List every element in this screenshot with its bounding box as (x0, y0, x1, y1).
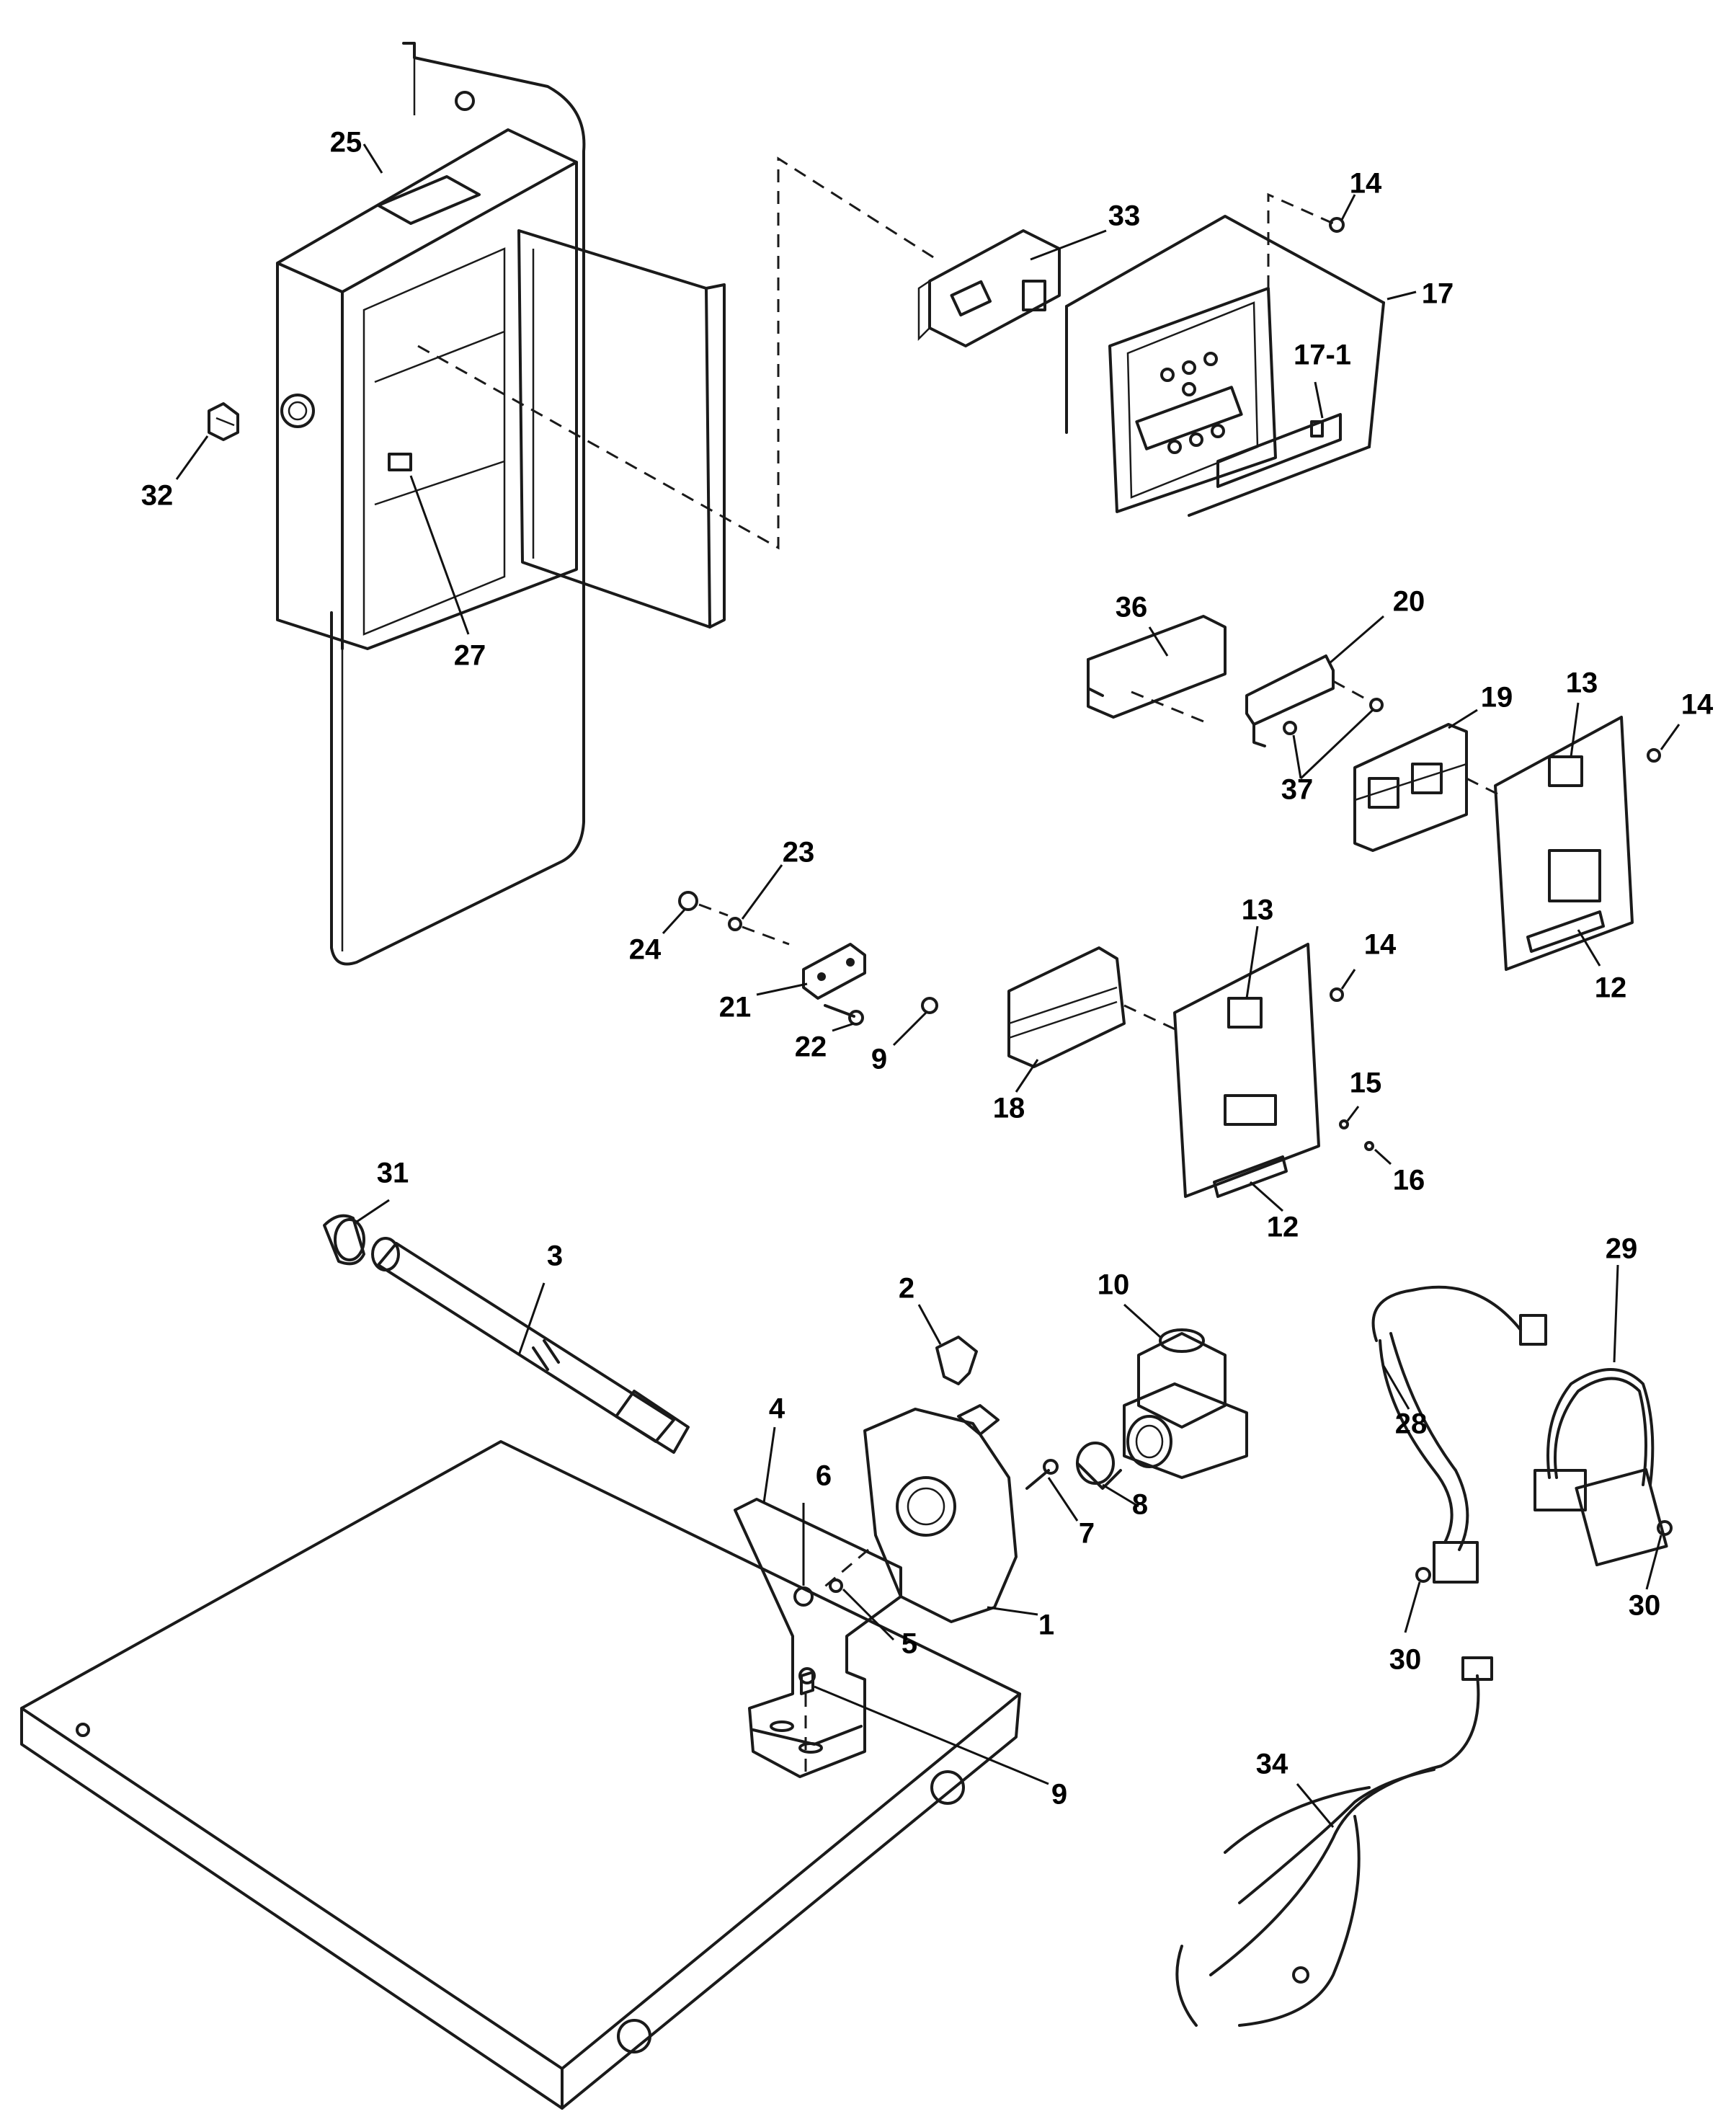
callout-36: 36 (1116, 592, 1148, 623)
leader-lines (175, 143, 1681, 1828)
mounting-line (1267, 192, 1334, 288)
part-30-screw-left (1415, 1567, 1431, 1583)
callout-29: 29 (1606, 1233, 1638, 1265)
mounting-line (1123, 1004, 1179, 1032)
part-18-breaker (1007, 946, 1126, 1068)
part-32-clip (208, 402, 239, 441)
control-cabinet (276, 42, 726, 966)
callout-25: 25 (330, 127, 362, 159)
callout-20: 20 (1393, 586, 1425, 618)
part-33-control-board (917, 229, 1061, 347)
part-29-wire-harness (1534, 1368, 1668, 1567)
callout-12-middle: 12 (1267, 1212, 1299, 1243)
callout-19: 19 (1481, 682, 1513, 714)
callout-17: 17 (1422, 278, 1454, 310)
callout-16-label: 16 (1393, 1165, 1425, 1196)
part-7-screw (1025, 1459, 1059, 1490)
part-13-plate-right (1494, 716, 1661, 971)
callout-2: 2 (899, 1273, 914, 1305)
part-13-plate-middle (1173, 943, 1374, 1198)
callout-12-right: 12 (1595, 972, 1627, 1004)
callout-10: 10 (1098, 1269, 1130, 1301)
callout-31: 31 (377, 1158, 409, 1189)
part-8-nipple (1076, 1442, 1122, 1490)
callout-28: 28 (1395, 1408, 1428, 1440)
part-36-bracket (1087, 615, 1227, 726)
part-21-bracket (802, 943, 866, 1000)
callout-15: 15 (1350, 1067, 1382, 1099)
callout-labels: 25 32 27 33 14 17 17-1 36 20 37 19 13 14… (141, 127, 1714, 1811)
callout-34: 34 (1256, 1749, 1288, 1780)
callout-5: 5 (902, 1628, 917, 1660)
part-2-elbow-fitting (935, 1336, 978, 1385)
part-20-bracket (1245, 654, 1374, 747)
callout-21-label: 21 (719, 992, 752, 1023)
callout-14-right: 14 (1681, 689, 1714, 721)
part-37-screw (1283, 698, 1384, 735)
mounting-line (417, 156, 938, 550)
base-pan (20, 1440, 1021, 2110)
callout-27: 27 (454, 640, 486, 672)
mounting-line (742, 925, 790, 946)
callout-3: 3 (547, 1240, 563, 1272)
callout-9-upper: 9 (871, 1044, 887, 1075)
callout-23: 23 (783, 837, 815, 869)
part-28-wire-harness (1371, 1285, 1547, 1584)
callout-17-1: 17-1 (1294, 339, 1351, 371)
part-34-wire-harness (1175, 1656, 1493, 2027)
callout-37: 37 (1281, 774, 1314, 806)
callout-33: 33 (1108, 200, 1141, 232)
mounting-line (698, 903, 729, 917)
callout-6: 6 (816, 1460, 832, 1492)
part-9-screw-upper (921, 997, 938, 1014)
callout-18: 18 (993, 1093, 1025, 1124)
callout-24: 24 (629, 934, 662, 966)
callout-22: 22 (795, 1031, 827, 1063)
part-9-screw-lower (798, 1667, 816, 1773)
part-4-bracket (734, 1498, 902, 1778)
callout-13-middle: 13 (1242, 894, 1274, 926)
part-1-blower (821, 1404, 1018, 1623)
callout-30-right: 30 (1629, 1590, 1661, 1622)
callout-13-right: 13 (1566, 667, 1598, 699)
callout-30-left: 30 (1389, 1644, 1422, 1676)
part-19-contactor (1353, 723, 1468, 852)
part-31-clip (323, 1214, 365, 1266)
callout-14-top: 14 (1350, 168, 1382, 200)
callout-14-middle: 14 (1364, 929, 1397, 961)
part-22-screw (824, 1004, 864, 1026)
callout-32: 32 (141, 480, 174, 512)
part-30-screw-right (1657, 1520, 1673, 1536)
part-14-screw (1329, 217, 1345, 233)
callout-7: 7 (1079, 1518, 1095, 1550)
part-23-washer (728, 917, 742, 931)
part-10-gas-valve (1123, 1328, 1248, 1479)
callout-4: 4 (769, 1393, 785, 1425)
part-24-nut (678, 891, 698, 911)
part-17-control-panel (1065, 215, 1385, 517)
callout-9-lower: 9 (1051, 1779, 1067, 1811)
part-3-tube (371, 1237, 690, 1454)
callout-1: 1 (1038, 1609, 1054, 1641)
callout-8: 8 (1132, 1489, 1148, 1521)
